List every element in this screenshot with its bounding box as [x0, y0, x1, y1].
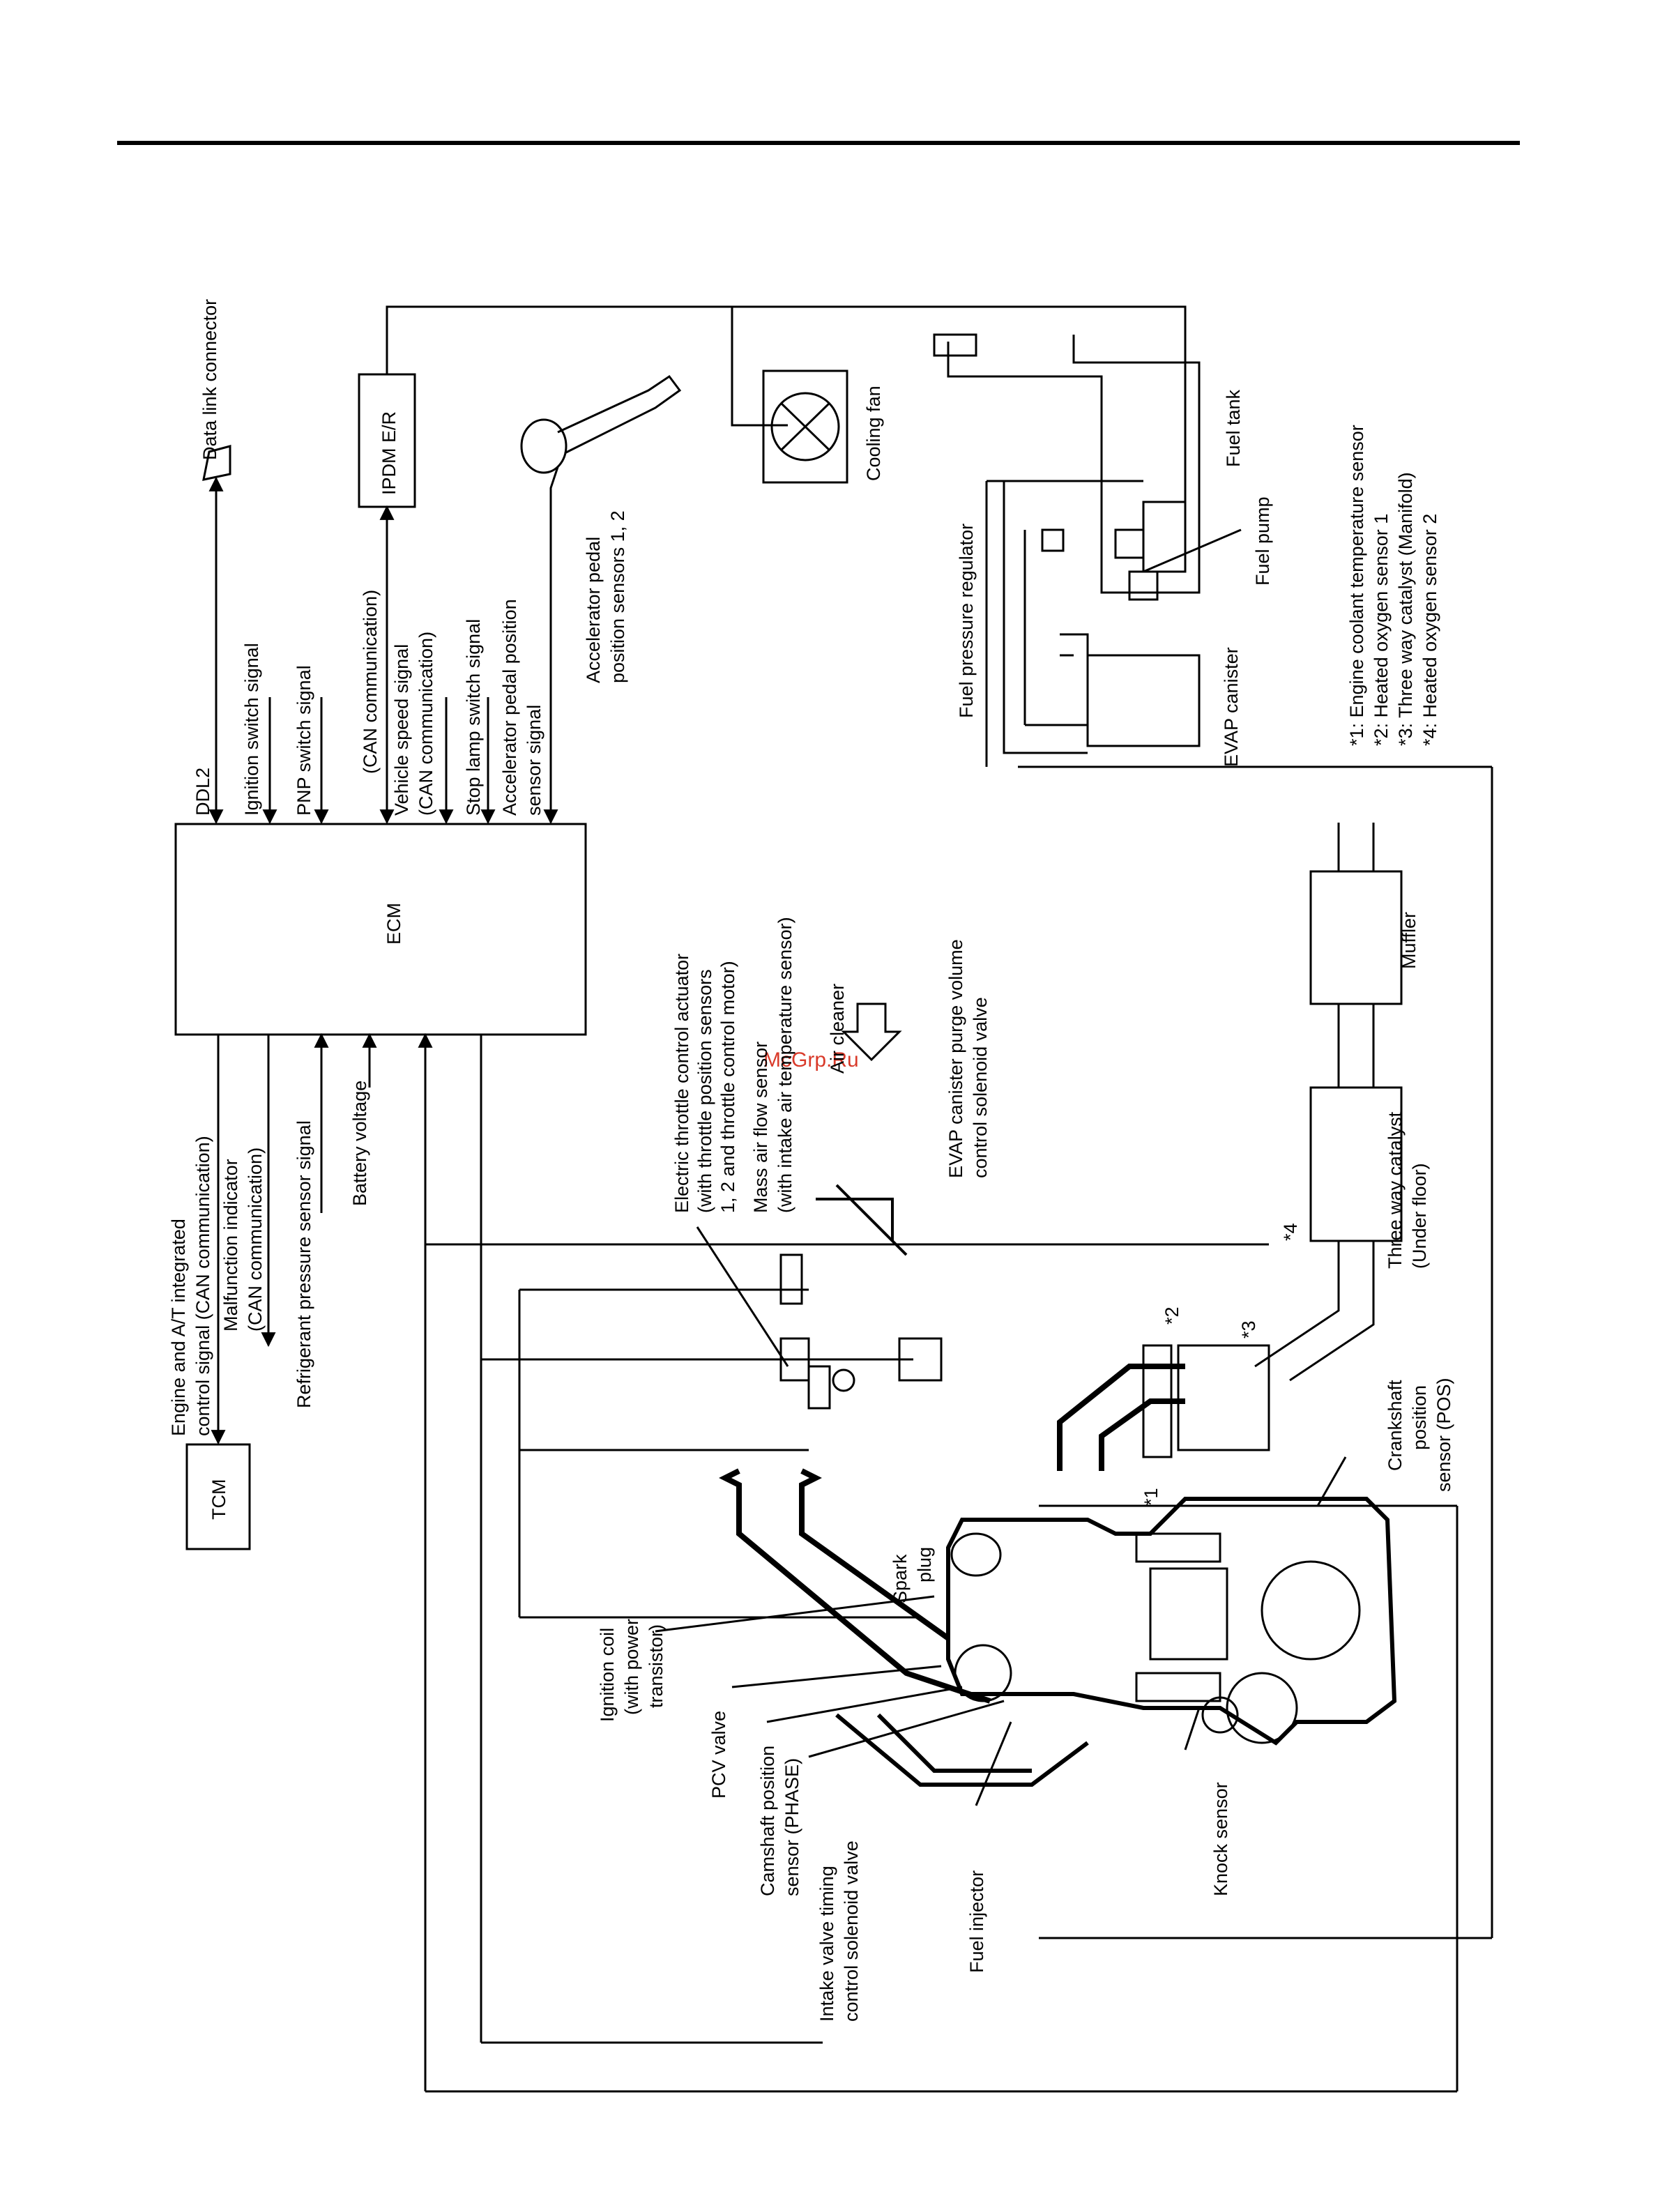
- ecm-box: [174, 823, 587, 1036]
- ecm-label: ECM: [383, 903, 404, 945]
- ivt-label-1: Intake valve timing: [816, 1866, 837, 2022]
- evap-purge-label-2: control solenoid valve: [970, 997, 991, 1178]
- ckp-label-2: position: [1409, 1385, 1430, 1450]
- twc-floor-label-1: Three way catalyst: [1385, 1111, 1406, 1269]
- fuel-tank-label: Fuel tank: [1223, 389, 1244, 467]
- data-link-connector-shape: [202, 445, 231, 481]
- watermark: McGrp.Ru: [763, 1048, 859, 1071]
- maf-label-2: (with intake air temperature sensor): [775, 917, 795, 1213]
- legend-item-4: *4: Heated oxygen sensor 2: [1419, 514, 1440, 746]
- maf-label-1: Mass air flow sensor: [750, 1042, 771, 1213]
- ivt-label-2: control solenoid valve: [841, 1840, 862, 2022]
- fuel-tank-outline: [947, 335, 1201, 594]
- ddl2-label: DDL2: [192, 768, 213, 816]
- ignition-coil-label-1: Ignition coil: [597, 1628, 618, 1722]
- ignition-coil-label-3: transistor): [646, 1624, 667, 1708]
- fuel-injector-label: Fuel injector: [966, 1870, 987, 1973]
- mark-4: *4: [1280, 1223, 1301, 1241]
- muffler-box: [1309, 870, 1403, 1005]
- vehicle-speed-label-2: (CAN communication): [416, 632, 436, 816]
- cmp-label-1: Camshaft position: [757, 1746, 778, 1896]
- tcm-signal-label-2: control signal (CAN communication): [192, 1136, 213, 1436]
- app-signal-label-2: sensor signal: [524, 705, 545, 816]
- cmp-label-2: sensor (PHASE): [782, 1758, 802, 1896]
- app-sensors-label-1: Accelerator pedal: [583, 537, 604, 683]
- tcm-signal-label-1: Engine and A/T integrated: [168, 1219, 189, 1436]
- pnp-switch-label: PNP switch signal: [294, 665, 314, 816]
- mil-label-2: (CAN communication): [245, 1147, 266, 1332]
- mark-2: *2: [1162, 1306, 1182, 1325]
- knock-sensor-label: Knock sensor: [1210, 1782, 1231, 1896]
- app-signal-label-1: Accelerator pedal position: [499, 599, 520, 816]
- cooling-fan-box: [762, 369, 848, 484]
- header-rule: [117, 141, 1520, 145]
- engine-block: [946, 1497, 1397, 1746]
- ipdm-label: IPDM E/R: [379, 411, 399, 495]
- mark-3: *3: [1238, 1320, 1259, 1338]
- data-link-connector-label: Data link connector: [199, 299, 220, 460]
- ignition-switch-label: Ignition switch signal: [241, 643, 262, 816]
- battery-voltage-label: Battery voltage: [349, 1081, 370, 1206]
- pcv-valve-label: PCV valve: [708, 1711, 729, 1799]
- ckp-label-3: sensor (POS): [1433, 1378, 1454, 1492]
- refrigerant-pressure-label: Refrigerant pressure sensor signal: [294, 1120, 314, 1408]
- legend-item-2: *2: Heated oxygen sensor 1: [1371, 514, 1392, 746]
- fuel-pump-box: [1142, 501, 1187, 573]
- tcm-label: TCM: [208, 1479, 229, 1520]
- etc-label-3: 1, 2 and throttle control motor): [717, 961, 738, 1213]
- muffler-label: Muffler: [1399, 912, 1419, 969]
- etc-label-1: Electric throttle control actuator: [671, 954, 692, 1213]
- can-communication-label: (CAN communication): [360, 590, 381, 774]
- ckp-label-1: Crankshaft: [1385, 1380, 1406, 1471]
- etc-label-2: (with throttle position sensors: [694, 969, 715, 1213]
- evap-canister-label: EVAP canister: [1221, 647, 1242, 767]
- evap-purge-label-1: EVAP canister purge volume: [945, 939, 966, 1178]
- spark-plug-label-1: Spark: [890, 1554, 911, 1603]
- air-cleaner-label: Air cleaner: [827, 984, 848, 1074]
- mark-1: *1: [1141, 1488, 1162, 1506]
- cooling-fan-label: Cooling fan: [863, 386, 884, 481]
- stop-lamp-label: Stop lamp switch signal: [463, 619, 484, 816]
- app-sensors-label-2: position sensors 1, 2: [607, 510, 628, 683]
- twc-floor-label-2: (Under floor): [1409, 1163, 1430, 1269]
- fuel-pump-label: Fuel pump: [1252, 496, 1273, 586]
- vehicle-speed-label-1: Vehicle speed signal: [391, 644, 412, 816]
- legend-item-1: *1: Engine coolant temperature sensor: [1346, 425, 1367, 746]
- ignition-coil-label-2: (with power: [621, 1619, 642, 1715]
- mil-label-1: Malfunction indicator: [220, 1159, 241, 1332]
- accelerator-pedal-sensor: [520, 418, 568, 474]
- evap-canister-box: [1086, 654, 1201, 747]
- fuel-pressure-regulator-label: Fuel pressure regulator: [956, 524, 977, 718]
- spark-plug-label-2: plug: [914, 1547, 935, 1582]
- legend-item-3: *3: Three way catalyst (Manifold): [1395, 472, 1416, 746]
